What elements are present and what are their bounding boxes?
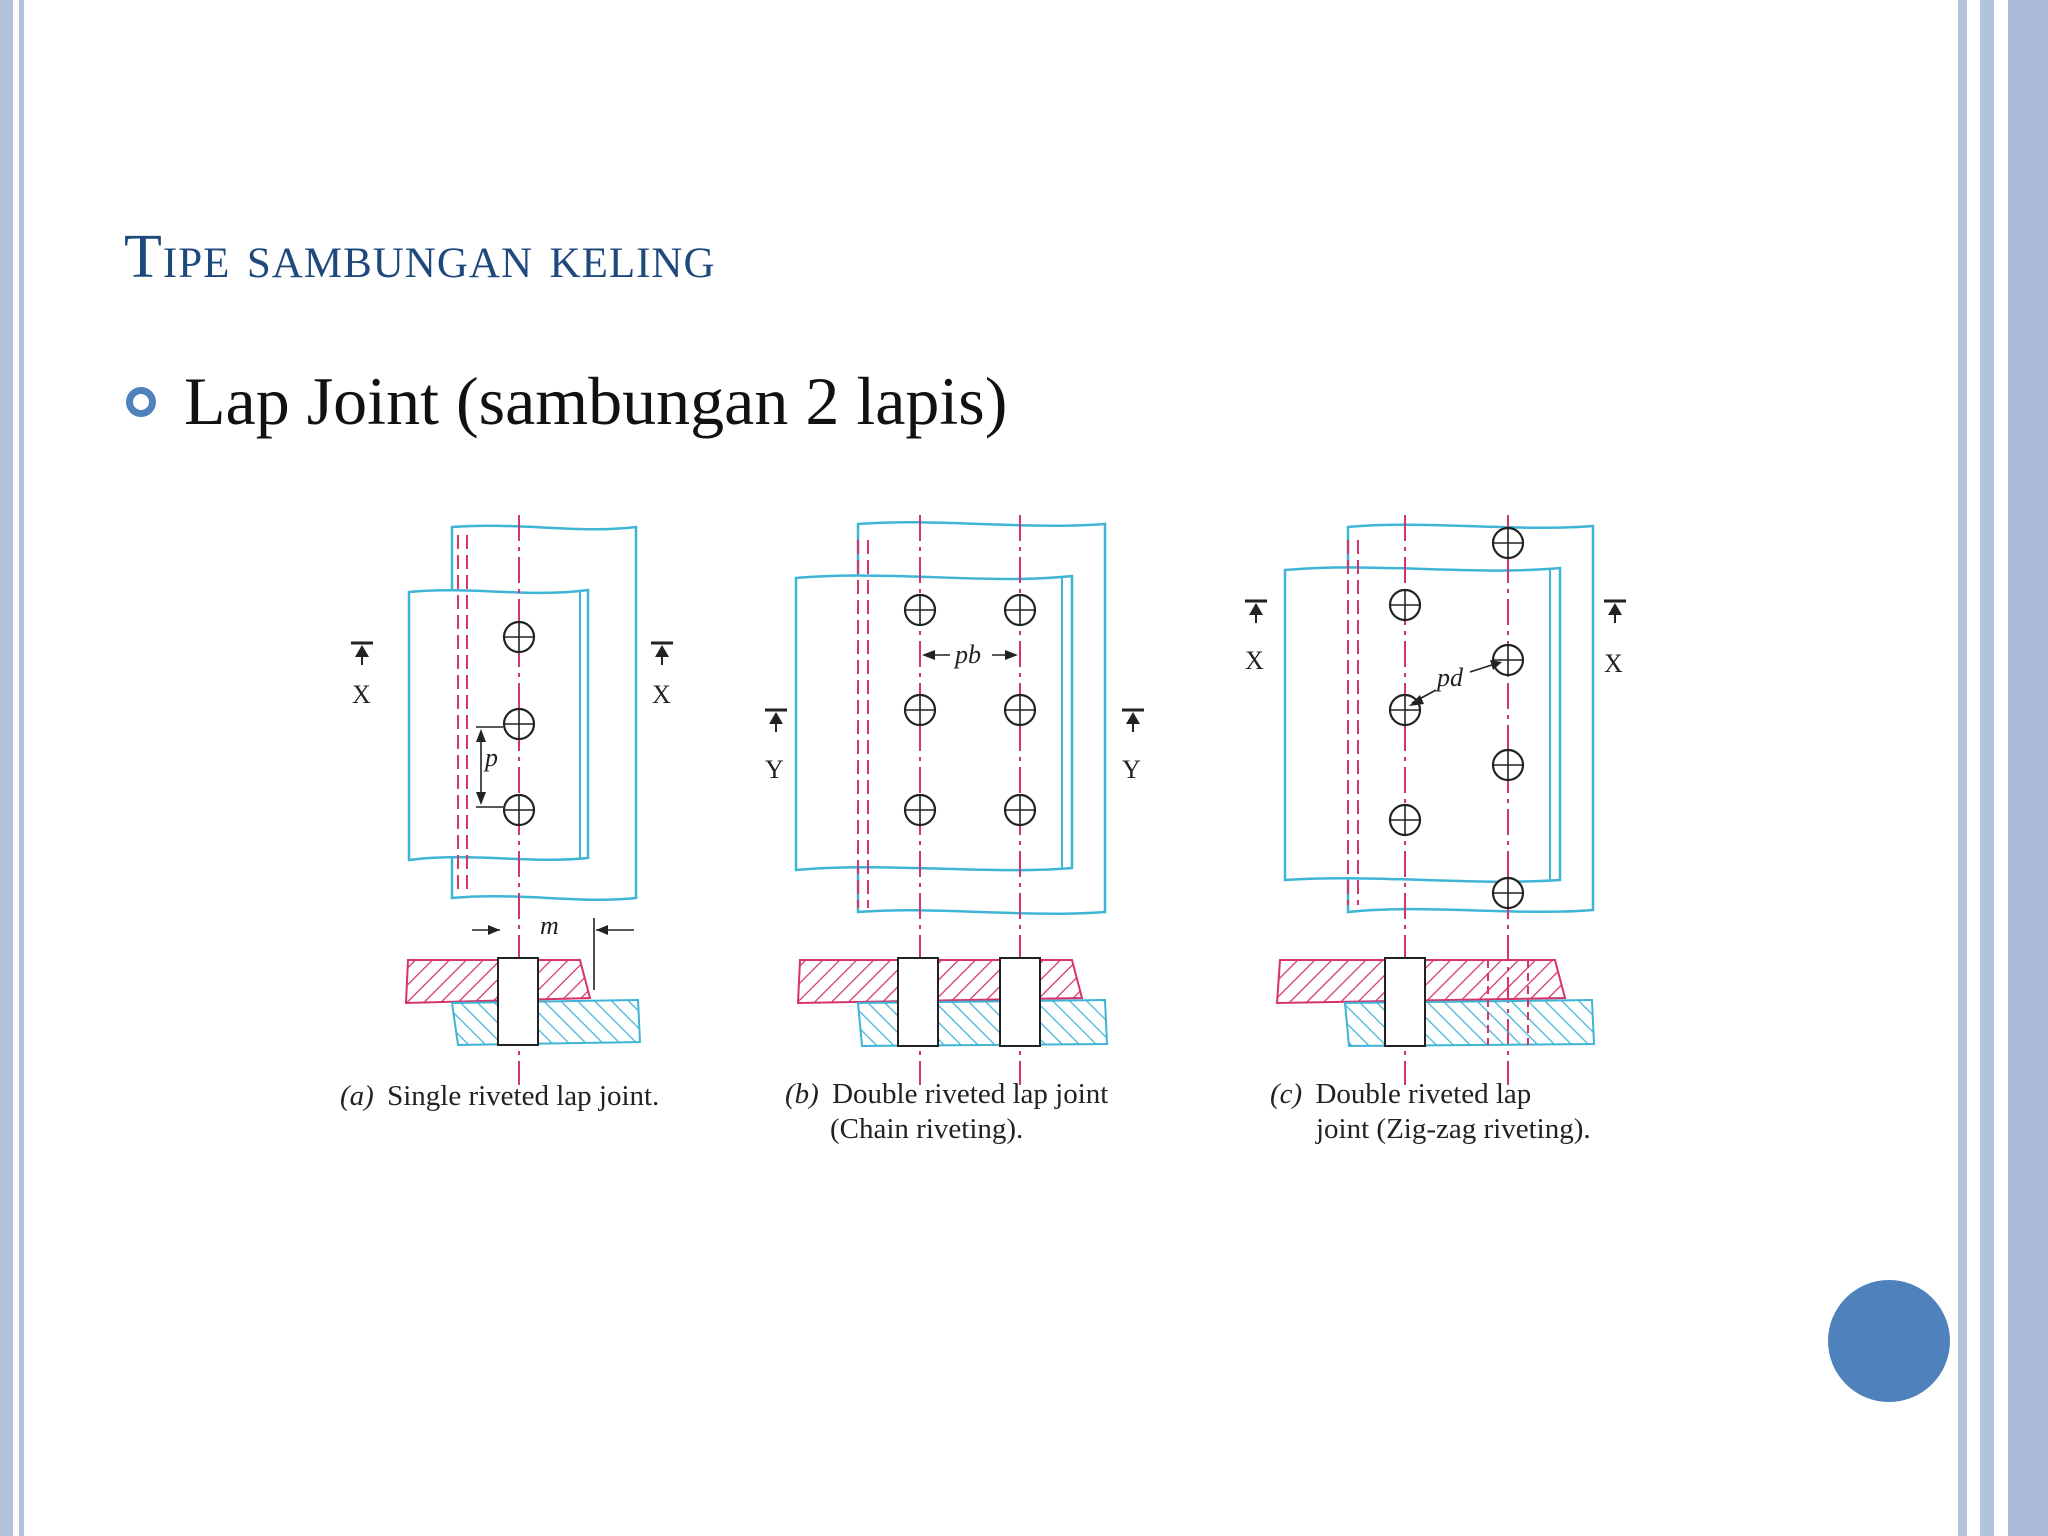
panel-a-bottom-plate-section bbox=[450, 998, 642, 1047]
left-edge-line bbox=[19, 0, 24, 1536]
bullet-text: Lap Joint (sambungan 2 lapis) bbox=[184, 363, 1008, 439]
panel-b-section-right: Y bbox=[1122, 755, 1141, 784]
panel-b-back-plate bbox=[856, 521, 1107, 915]
right-edge-band bbox=[2008, 0, 2048, 1536]
left-edge-bar bbox=[0, 0, 13, 1536]
panel-c-caption-line1: (c) Double riveted lap bbox=[1270, 1078, 1531, 1110]
panel-a-section-left: X bbox=[352, 680, 371, 709]
panel-a-caption: (a) Single riveted lap joint. bbox=[340, 1080, 659, 1112]
panel-c-section-right: X bbox=[1604, 649, 1623, 678]
slide-nav-circle[interactable] bbox=[1828, 1280, 1950, 1402]
panel-b-caption-line1: (b) Double riveted lap joint bbox=[785, 1078, 1108, 1110]
panel-c-bottom-plate-section bbox=[1343, 998, 1596, 1048]
panel-b-double-riveted-chain: pb Y Y (b) Double riveted lap joint (Cha… bbox=[763, 515, 1146, 1145]
panel-a-rivet-2 bbox=[502, 707, 536, 741]
panel-c-front-plate bbox=[1283, 566, 1562, 883]
panel-a-single-riveted: p X X m (a) Single riveted lap joint. bbox=[340, 515, 675, 1112]
panel-a-front-plate bbox=[407, 588, 590, 862]
panel-b-caption-line2: (Chain riveting). bbox=[830, 1113, 1023, 1145]
panel-b-front-plate bbox=[794, 574, 1074, 872]
panel-a-margin-label: m bbox=[540, 911, 559, 940]
panel-b-bottom-plate-section bbox=[856, 998, 1109, 1048]
panel-c-caption-line2: joint (Zig-zag riveting). bbox=[1315, 1113, 1591, 1145]
panel-b-section-left: Y bbox=[765, 755, 784, 784]
panel-a-rivet-section bbox=[497, 957, 539, 1046]
right-edge-bar bbox=[1980, 0, 1994, 1536]
panel-c-back-plate bbox=[1346, 523, 1595, 914]
panel-c-pitch-label: pd bbox=[1435, 663, 1464, 692]
panel-c-section-left: X bbox=[1245, 646, 1264, 675]
panel-a-rivet-3 bbox=[502, 793, 536, 827]
ring-bullet-icon bbox=[126, 386, 156, 417]
panel-a-pitch-label: p bbox=[483, 743, 498, 772]
panel-a-back-plate bbox=[450, 524, 638, 901]
bullet-item: Lap Joint (sambungan 2 lapis) bbox=[126, 362, 1007, 441]
lap-joint-figure: p X X m (a) Single riveted lap joint. bbox=[340, 515, 1628, 1145]
panel-c-double-riveted-zigzag: pd X X (c) Double riveted lap joint (Zig… bbox=[1243, 515, 1628, 1145]
panel-a-section-right: X bbox=[652, 680, 671, 709]
slide-title: Tipe sambungan keling bbox=[124, 223, 716, 291]
panel-a-rivet-1 bbox=[502, 620, 536, 654]
right-edge-line bbox=[1958, 0, 1967, 1536]
panel-b-pitch-label: pb bbox=[953, 640, 981, 669]
